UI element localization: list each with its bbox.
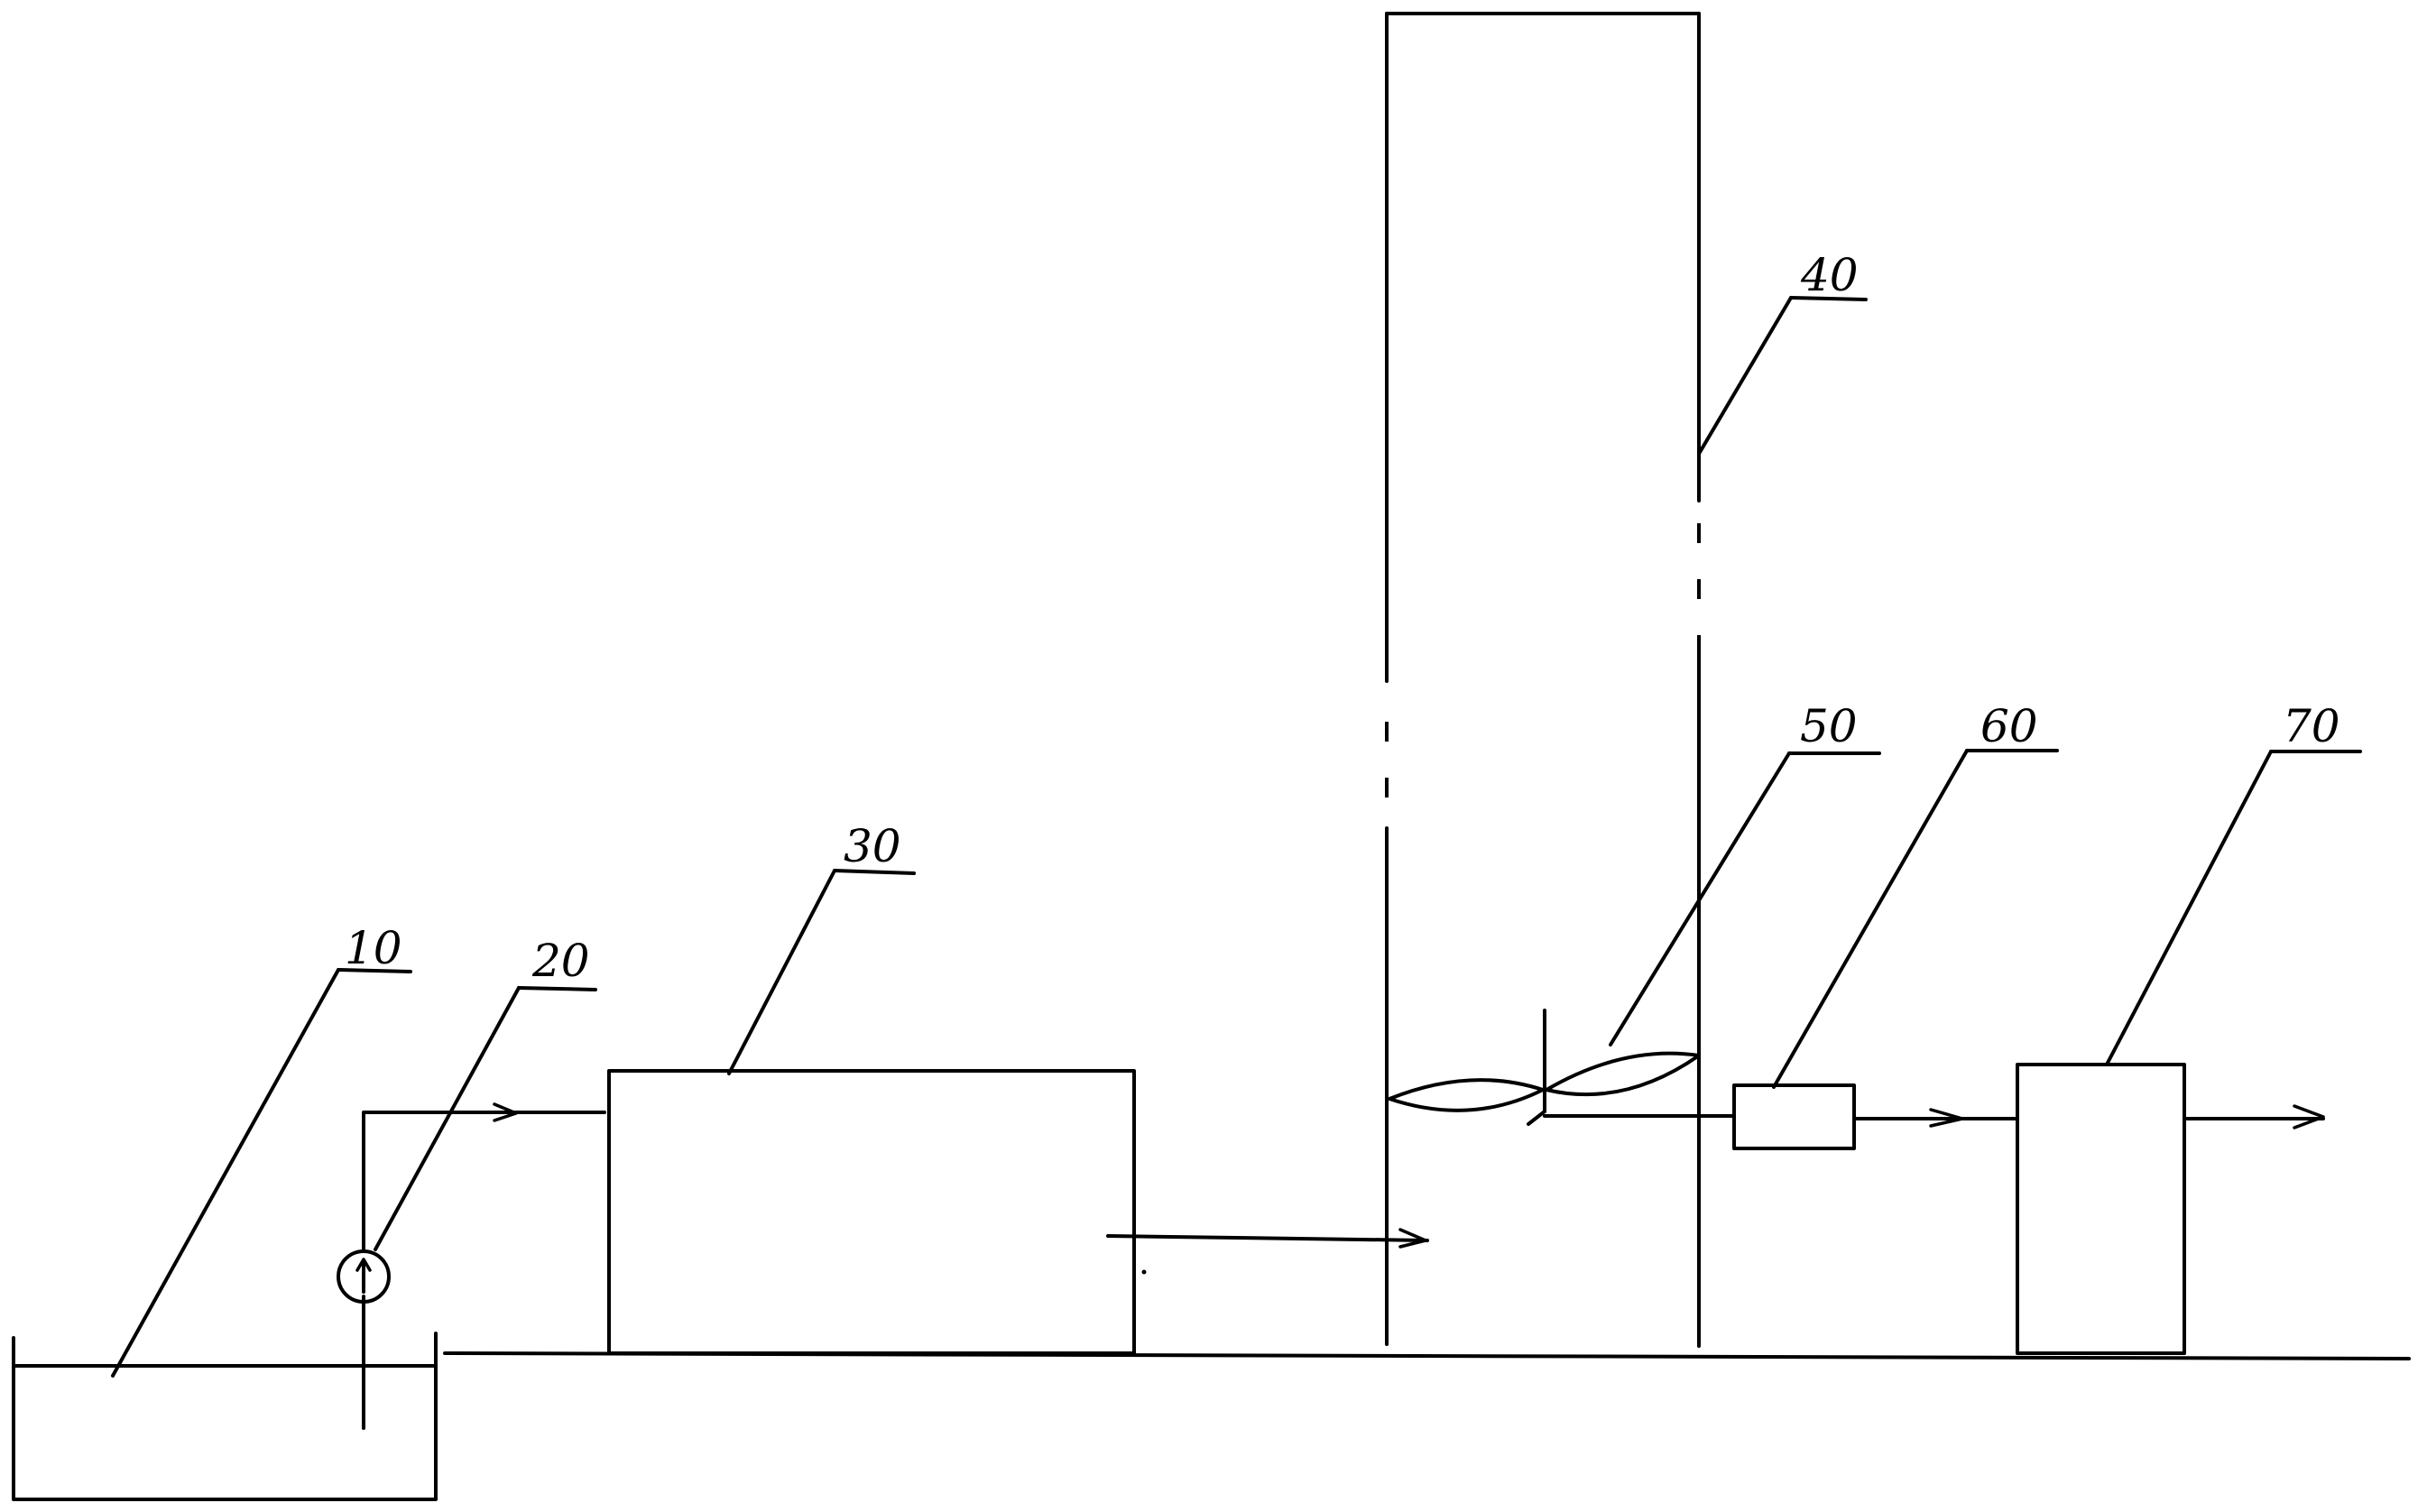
impeller-50 (1388, 1009, 1736, 1126)
pump-20 (337, 1102, 606, 1430)
tower-40 (1385, 12, 1701, 1348)
label-60: 60 (1980, 700, 2038, 752)
label-30: 30 (844, 820, 901, 872)
leader-lines (111, 296, 2362, 1378)
label-40: 40 (1800, 249, 1859, 301)
unit-70 (2016, 1063, 2186, 1355)
unit-60 (1732, 1083, 1856, 1150)
outlet-arrow (2183, 1104, 2325, 1129)
unit-30 (607, 1069, 1136, 1355)
label-10: 10 (345, 922, 402, 974)
label-70: 70 (2283, 700, 2340, 752)
label-20: 20 (531, 935, 590, 987)
label-50: 50 (1800, 700, 1858, 752)
flow-arrow-60-to-70 (1852, 1108, 2019, 1128)
flow-arrow-30-to-40 (1106, 1228, 1429, 1275)
tank-10 (12, 1332, 438, 1501)
